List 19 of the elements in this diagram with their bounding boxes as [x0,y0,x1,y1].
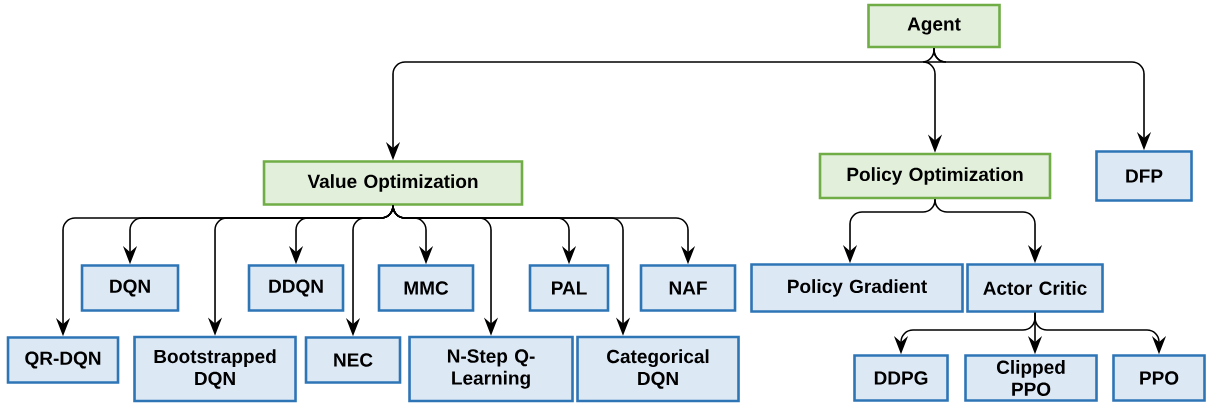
method-box: N-Step Q-Learning [408,335,574,403]
method-box: Policy Gradient [750,263,964,313]
category-box: Policy Optimization [818,152,1052,200]
method-box: DDPG [853,354,949,402]
method-box: MMC [377,264,475,312]
method-box: NEC [304,336,402,384]
method-box: Categorical DQN [576,335,740,403]
method-box: PPO [1112,354,1206,402]
method-box: Actor Critic [966,263,1104,313]
method-box: DQN [80,264,180,312]
method-box: QR-DQN [6,336,120,384]
method-box: Clipped PPO [964,354,1098,402]
method-box: Bootstrapped DQN [133,335,297,403]
category-box: Value Optimization [262,160,524,206]
method-box: DFP [1095,150,1193,202]
method-box: DDQN [247,264,345,312]
method-box: NAF [639,264,737,312]
category-box: Agent [867,3,1001,49]
method-box: PAL [528,264,610,312]
